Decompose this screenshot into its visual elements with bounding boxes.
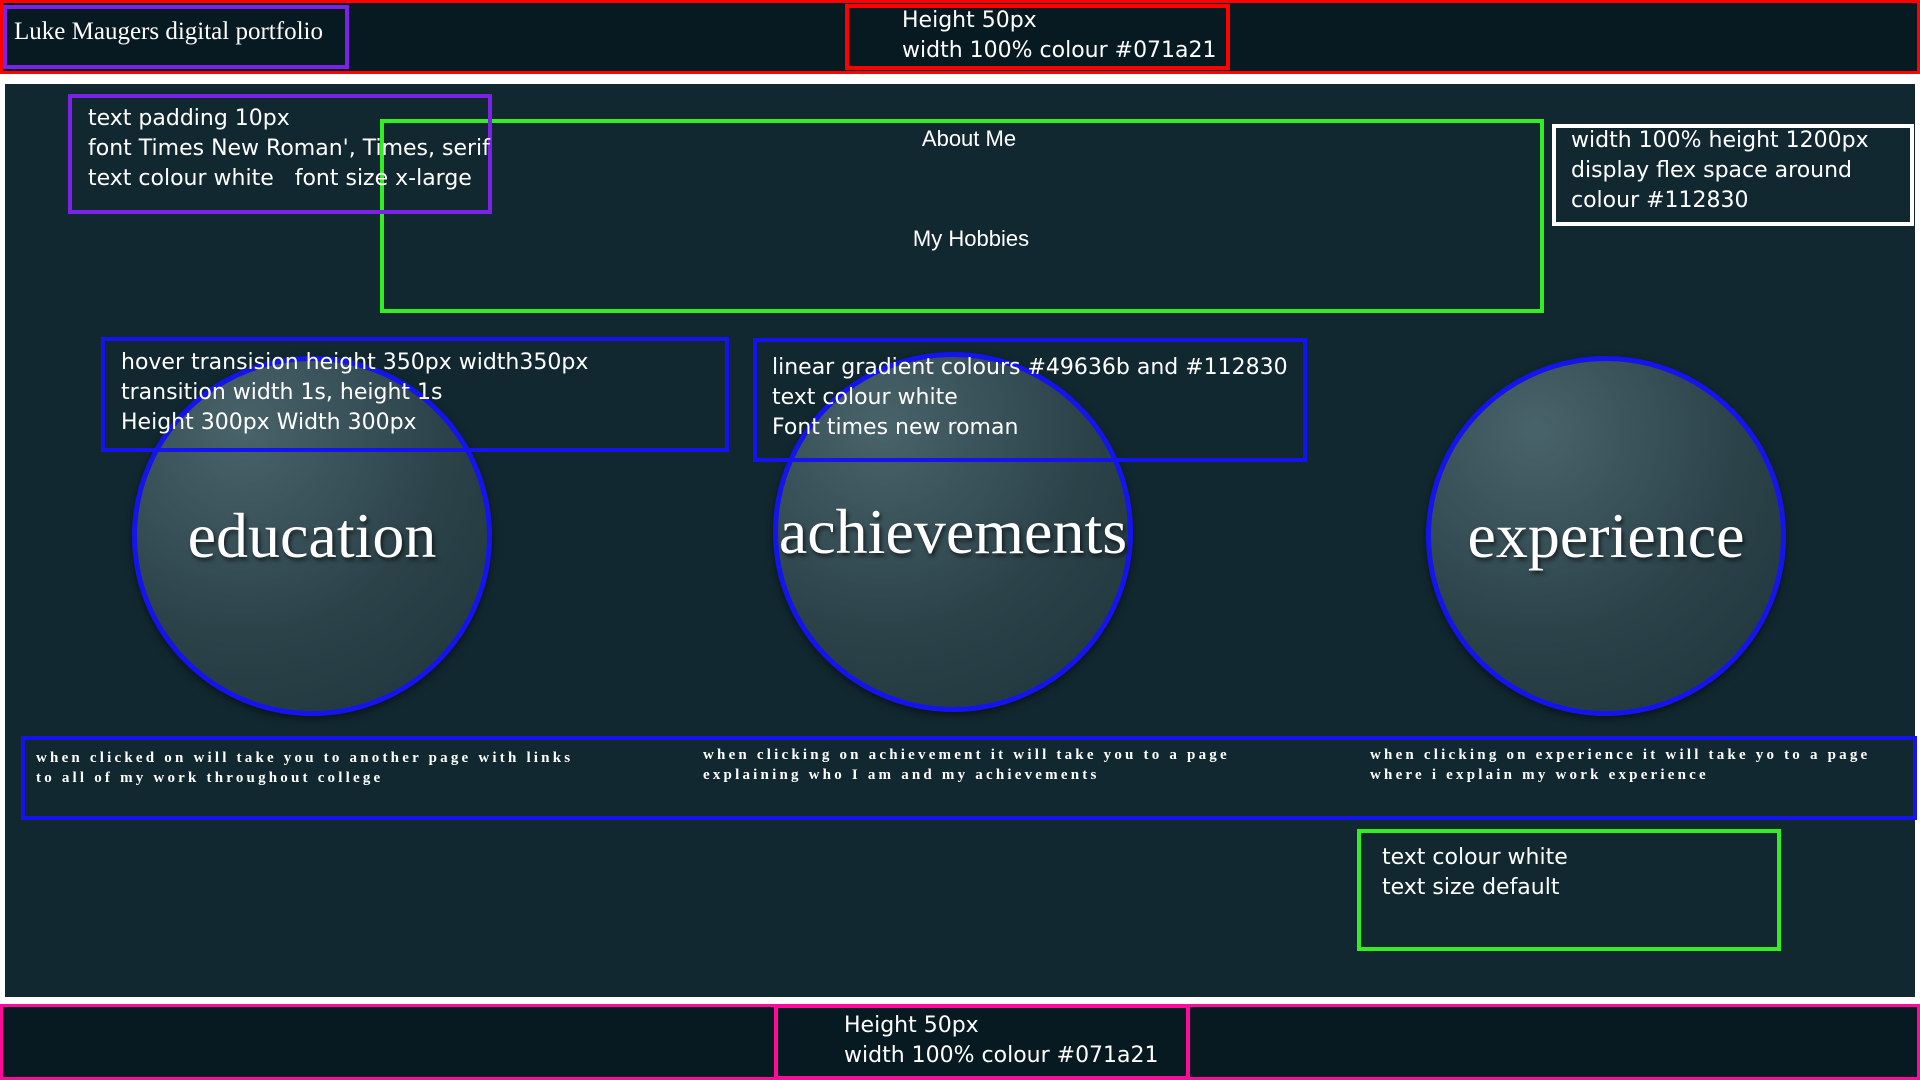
education-circle[interactable]: education bbox=[132, 356, 492, 716]
experience-label: experience bbox=[1467, 500, 1745, 571]
descriptions-annotation-box bbox=[21, 736, 1917, 820]
education-description: when clicked on will take you to another… bbox=[36, 750, 574, 786]
hover-annotation: hover transision height 350px width350px… bbox=[121, 350, 589, 435]
header-bar bbox=[0, 0, 1920, 74]
nav-link-my-hobbies[interactable]: My Hobbies bbox=[912, 226, 1030, 251]
description-text-annotation-box bbox=[1357, 829, 1781, 951]
main-area-annotation-box bbox=[1552, 124, 1914, 226]
achievements-label: achievements bbox=[778, 496, 1128, 567]
achievements-circle[interactable]: achievements bbox=[773, 352, 1133, 712]
header-annotation-box bbox=[845, 4, 1230, 70]
page-title: Luke Maugers digital portfolio bbox=[14, 18, 323, 45]
nav-link-about-me[interactable]: About Me bbox=[921, 126, 1017, 151]
gradient-annotation-box bbox=[753, 338, 1307, 462]
education-label: education bbox=[187, 500, 437, 571]
gradient-annotation: linear gradient colours #49636b and #112… bbox=[772, 355, 1288, 440]
hover-annotation-box bbox=[101, 337, 729, 452]
title-text-annotation-box bbox=[68, 94, 492, 214]
footer-annotation-text: Height 50px width 100% colour #071a21 bbox=[844, 1013, 1159, 1068]
title-annotation-box bbox=[3, 5, 349, 69]
achievements-description: when clicking on achievement it will tak… bbox=[703, 747, 1230, 783]
title-text-annotation: text padding 10px font Times New Roman',… bbox=[88, 106, 490, 191]
header-annotation-text: Height 50px width 100% colour #071a21 bbox=[902, 8, 1217, 63]
footer-annotation-box bbox=[774, 1004, 1190, 1080]
experience-circle[interactable]: experience bbox=[1426, 356, 1786, 716]
nav-annotation-box bbox=[380, 119, 1544, 313]
experience-description: when clicking on experience it will take… bbox=[1370, 747, 1871, 783]
main-area-annotation: width 100% height 1200px display flex sp… bbox=[1571, 128, 1869, 213]
description-text-annotation: text colour white text size default bbox=[1382, 845, 1568, 900]
